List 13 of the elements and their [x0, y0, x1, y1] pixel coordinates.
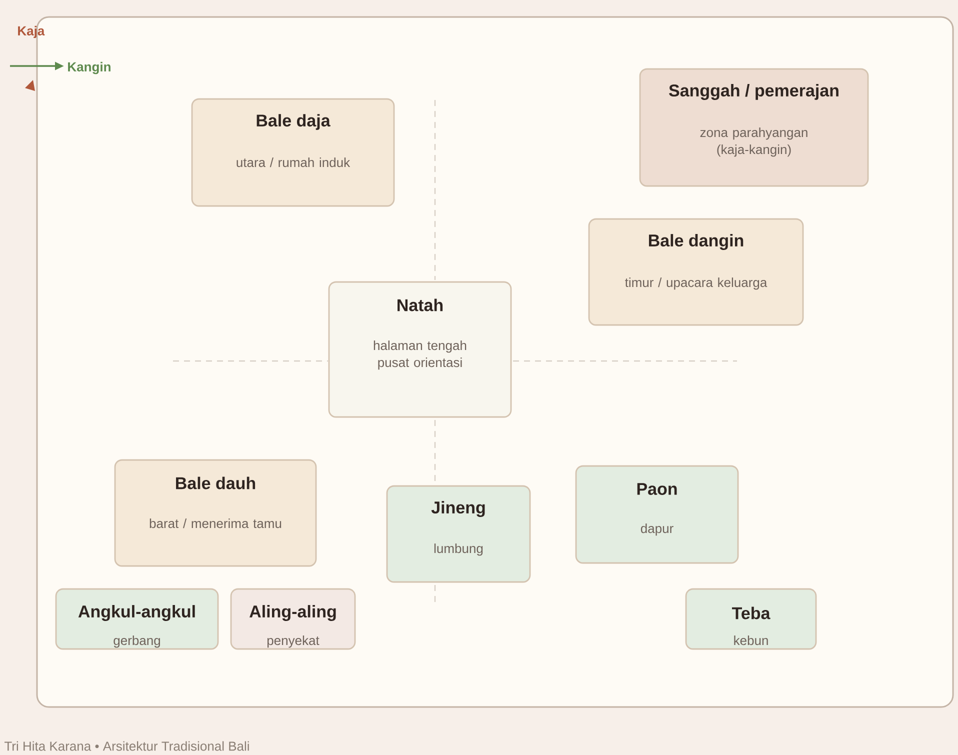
building-box: Angkul-angkul gerbang — [55, 588, 219, 650]
building-box: Aling-aling penyekat — [230, 588, 356, 650]
building-box: Bale dangin timur / upacara keluarga — [588, 218, 804, 326]
building-box: Jineng lumbung — [386, 485, 531, 583]
building-box: Teba kebun — [685, 588, 817, 650]
caption: Tri Hita Karana • Arsitektur Tradisional Bali — [4, 741, 249, 751]
building-box: Bale dauh barat / menerima tamu — [114, 459, 317, 567]
compass-label: Kaja — [18, 26, 45, 38]
building-box: Sanggah / pemerajan zona parahyangan (kaja-kangin) — [639, 68, 869, 187]
compass-label: Kangin — [68, 62, 110, 74]
building-box: Bale daja utara / rumah induk — [191, 98, 395, 207]
building-box: Natah halaman tengah pusat orientasi — [328, 281, 512, 418]
building-box: Paon dapur — [575, 465, 739, 564]
